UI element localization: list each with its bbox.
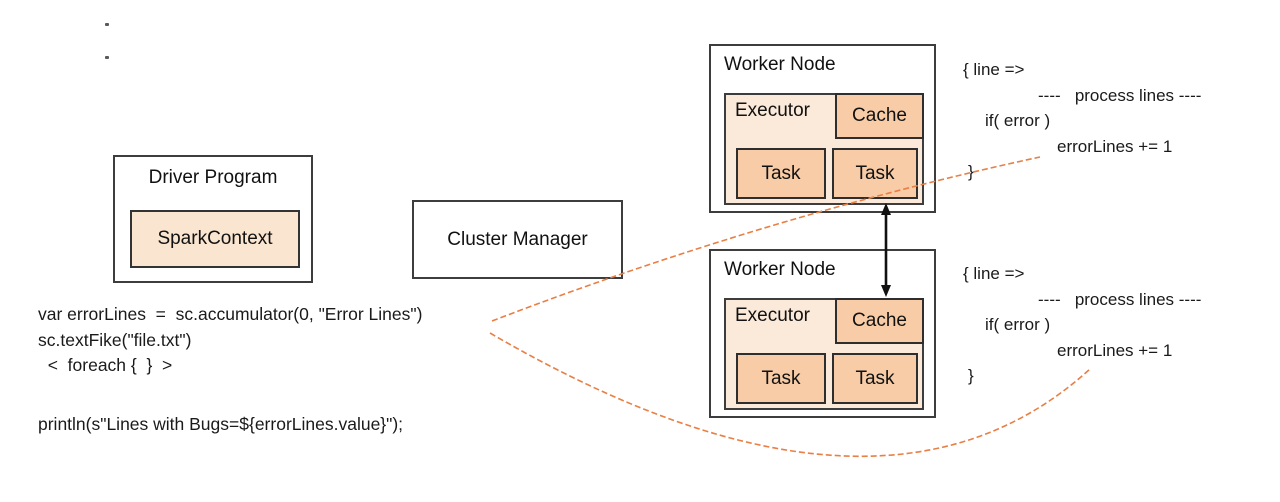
code-line-accumulator: var errorLines = sc.accumulator(0, "Erro… xyxy=(38,304,423,324)
worker-1-cache-box: Cache xyxy=(835,93,924,139)
worker-1-task-1-label: Task xyxy=(761,162,801,184)
code-line-println: println(s"Lines with Bugs=${errorLines.v… xyxy=(38,413,404,434)
driver-program-title: Driver Program xyxy=(148,167,278,188)
closure-1-line-close: } xyxy=(968,162,974,181)
closure-2-line-close: } xyxy=(968,366,974,385)
closure-2-line-increment: errorLines += 1 xyxy=(1057,340,1173,360)
sparkcontext-box: SparkContext xyxy=(130,210,300,268)
worker-1-task-box-1: Task xyxy=(736,148,826,199)
worker-2-executor-box: Executor Cache Task Task xyxy=(724,298,924,410)
worker-2-task-box-1: Task xyxy=(736,353,826,404)
stray-dot xyxy=(105,23,109,26)
worker-1-executor-box: Executor Cache Task Task xyxy=(724,93,924,205)
closure-snippet-2: { line => ---- process lines ---- if( er… xyxy=(963,261,1213,389)
worker-1-task-box-2: Task xyxy=(832,148,918,199)
closure-2-line-process: ---- process lines ---- xyxy=(1038,289,1202,309)
worker-2-cache-label: Cache xyxy=(852,310,907,331)
worker-2-task-2-label: Task xyxy=(855,367,895,389)
worker-2-task-1-label: Task xyxy=(761,367,801,389)
cluster-manager-box: Cluster Manager xyxy=(412,200,623,279)
code-line-foreach: < foreach { } > xyxy=(38,355,173,375)
stray-dot xyxy=(105,56,109,59)
worker-2-task-box-2: Task xyxy=(832,353,918,404)
closure-snippet-1: { line => ---- process lines ---- if( er… xyxy=(963,57,1213,185)
worker-1-cache-label: Cache xyxy=(852,105,907,126)
worker-node-1-box: Worker Node Executor Cache Task Task xyxy=(709,44,936,213)
closure-1-line-process: ---- process lines ---- xyxy=(1038,85,1202,105)
worker-2-cache-box: Cache xyxy=(835,298,924,344)
worker-node-2-title: Worker Node xyxy=(724,259,836,280)
closure-2-line-open: { line => xyxy=(963,264,1025,283)
driver-code-snippet: var errorLines = sc.accumulator(0, "Erro… xyxy=(38,302,422,437)
worker-1-executor-label: Executor xyxy=(735,100,810,121)
cluster-manager-title: Cluster Manager xyxy=(447,228,588,250)
worker-1-task-2-label: Task xyxy=(855,162,895,184)
worker-node-1-title: Worker Node xyxy=(724,54,836,75)
code-line-textfile: sc.textFike("file.txt") xyxy=(38,329,192,350)
worker-node-2-box: Worker Node Executor Cache Task Task xyxy=(709,249,936,418)
sparkcontext-label: SparkContext xyxy=(157,228,273,249)
worker-2-executor-label: Executor xyxy=(735,305,810,326)
closure-2-line-if: if( error ) xyxy=(985,315,1051,334)
closure-1-line-increment: errorLines += 1 xyxy=(1057,136,1173,156)
closure-1-line-open: { line => xyxy=(963,60,1025,79)
closure-1-line-if: if( error ) xyxy=(985,111,1051,130)
driver-program-box: Driver Program SparkContext xyxy=(113,155,313,283)
